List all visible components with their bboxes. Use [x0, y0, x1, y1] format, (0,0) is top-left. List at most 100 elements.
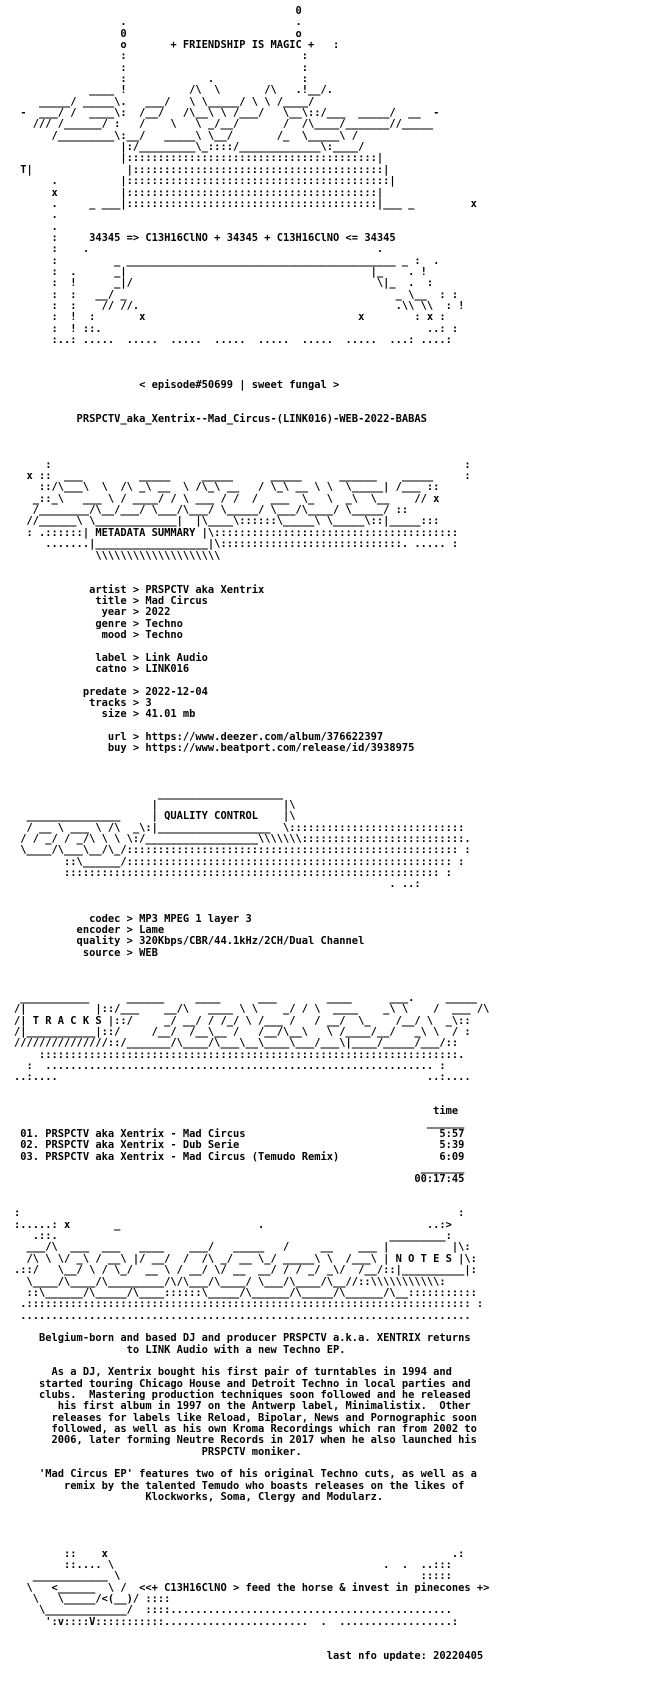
nfo-line: 02. PRSPCTV aka Xentrix - Dub Serie 5:39	[14, 1139, 465, 1152]
nfo-line: As a DJ, Xentrix bought his first pair o…	[14, 1366, 452, 1379]
nfo-line: releases for labels like Reload, Bipolar…	[14, 1411, 477, 1424]
nfo-line: .	[14, 209, 58, 222]
nfo-line: :: x .:	[14, 1547, 465, 1560]
nfo-line: ______	[14, 1116, 465, 1129]
nfo-line: T| |::::::::::::::::::::::::::::::::::::…	[14, 163, 390, 176]
nfo-line: : ! : x x : x :	[14, 311, 446, 324]
nfo-line: | |\	[14, 799, 296, 812]
nfo-line: ::\______/\_____/\____::::::\_____/\____…	[14, 1286, 477, 1299]
nfo-line: o + FRIENDSHIP IS MAGIC + :	[14, 39, 340, 52]
nfo-line: 'Mad Circus EP' features two of his orig…	[14, 1468, 477, 1481]
nfo-line: |:/_________\_::::/_____________\:____/	[14, 141, 365, 154]
nfo-line: Klockworks, Soma, Clergy and Modularz.	[14, 1491, 384, 1504]
nfo-line: .::. _________:	[14, 1230, 452, 1243]
nfo-line: x :: ___ _____ _____ _____ ______ _____ …	[14, 470, 471, 483]
nfo-line: ///////////////::/_______/\____/\___\__\…	[14, 1037, 459, 1050]
nfo-line: last nfo update: 20220405	[14, 1649, 484, 1662]
nfo-line: ::.... \ . . ..:::	[14, 1559, 452, 1572]
nfo-line: PRSPCTV moniker.	[14, 1445, 302, 1458]
nfo-line: to LINK Audio with a new Techno EP.	[14, 1343, 346, 1356]
nfo-line: _______	[14, 1162, 465, 1175]
nfo-line: quality > 320Kbps/CBR/44.1kHz/2CH/Dual C…	[14, 935, 365, 948]
nfo-line: . .	[14, 16, 302, 29]
nfo-line: \\\\\\\\\\\\\\\\\\\\	[14, 549, 221, 562]
nfo-line: his first album in 1997 on the Antwerp l…	[14, 1400, 471, 1413]
nfo-line: .:::::::::::::::::::::::::::::::::::::::…	[14, 1298, 484, 1311]
nfo-line: url > https://www.deezer.com/album/37662…	[14, 731, 384, 743]
nfo-line: 03. PRSPCTV aka Xentrix - Mad Circus (Te…	[14, 1150, 465, 1163]
nfo-line: .	[14, 220, 58, 233]
nfo-line: _______________ | QUALITY CONTROL |\	[14, 810, 296, 823]
nfo-text-document: 0 . . 0 o o + FRIENDSHIP IS MAGIC + : : …	[0, 6, 648, 1698]
nfo-line: . |:::::::::::::::::::::::::::::::::::::…	[14, 175, 396, 188]
nfo-line: : :	[14, 61, 309, 74]
nfo-line: .::/ \__/ \ / \_/ __ \ / __/ \/ __ __/ /…	[14, 1264, 477, 1277]
nfo-line: _____/ _____\. ___/ \ \_____/ \ \ /____/	[14, 95, 315, 108]
nfo-line: 01. PRSPCTV aka Xentrix - Mad Circus 5:5…	[14, 1128, 465, 1141]
nfo-line: : : // //. .\\ \\ : !	[14, 299, 465, 312]
nfo-line: codec > MP3 MPEG 1 layer 3	[14, 912, 252, 925]
nfo-line: ____________________	[14, 787, 283, 800]
nfo-line: |:::::::::::::::::::::::::::::::::::::::…	[14, 152, 384, 165]
nfo-line: genre > Techno	[14, 617, 183, 630]
nfo-line: artist > PRSPCTV aka Xentrix	[14, 583, 265, 596]
nfo-line: \____/\___\__/\_/:::::::::::::::::::::::…	[14, 844, 471, 857]
nfo-line: . ..:	[14, 878, 421, 891]
nfo-line: : . _| |_ . !	[14, 265, 427, 278]
nfo-line: /\ \ \/ _\ / __\ |/ __/ / /\ _/ __ \_/ _…	[14, 1252, 477, 1265]
nfo-line: catno > LINK016	[14, 662, 190, 675]
nfo-line: : 34345 => C13H16ClNO + 34345 + C13H16Cl…	[14, 231, 396, 244]
nfo-line: label > Link Audio	[14, 651, 208, 664]
nfo-line: x |:::::::::::::::::::::::::::::::::::::…	[14, 186, 384, 199]
nfo-line: _::_\ ___ \ / ____/ / \ ___ / / / ___ \_…	[14, 492, 440, 505]
nfo-line: \____/\____/\_________/\/\___/\____/ \__…	[14, 1275, 446, 1288]
nfo-line: mood > Techno	[14, 628, 183, 641]
nfo-line: / / _/ / _/\ \ \ \:/__________________\\…	[14, 833, 471, 846]
nfo-line: ____________ \ :::::	[14, 1570, 452, 1583]
nfo-line: followed, as well as his own Kroma Recor…	[14, 1422, 477, 1435]
nfo-line: encoder > Lame	[14, 923, 165, 936]
nfo-line: \ \_____/<(__)/ ::::	[14, 1593, 171, 1606]
nfo-line: :.....: x _ . ..:>	[14, 1218, 452, 1231]
nfo-line: remix by the talented Temudo who boasts …	[14, 1479, 465, 1492]
nfo-line: //______\ \_____________| |\____\::::::\…	[14, 515, 440, 528]
nfo-line: 0 o	[14, 27, 302, 40]
nfo-line: predate > 2022-12-04	[14, 685, 208, 698]
nfo-line: \ <______ \ / <<+ C13H16ClNO > feed the …	[14, 1581, 490, 1594]
nfo-line: : ......................................…	[14, 1059, 446, 1072]
nfo-line: ___________ ______ ____ ___ ____ ___. __…	[14, 991, 477, 1004]
nfo-line: tracks > 3	[14, 696, 152, 709]
nfo-line: : : __/ _ _ \__ : :	[14, 288, 459, 301]
nfo-line: 2006, later forming Neutre Records in 20…	[14, 1434, 477, 1447]
nfo-line: ::::::::::::::::::::::::::::::::::::::::…	[14, 867, 452, 880]
nfo-line: ::\______/::::::::::::::::::::::::::::::…	[14, 855, 465, 868]
nfo-line: /| |::/___ __/\ ____ \ \ _/ / \ ____ _\ …	[14, 1003, 490, 1016]
nfo-line: 00:17:45	[14, 1173, 465, 1186]
nfo-line: /// /______/ : / \ \ _/__/ / /\____/____…	[14, 118, 434, 131]
nfo-line: /________/\__/___/ \___/\___/ \_____/ \_…	[14, 504, 409, 517]
nfo-line: :..: ..... ..... ..... ..... ..... .....…	[14, 333, 452, 346]
nfo-line: ::::::::::::::::::::::::::::::::::::::::…	[14, 1048, 465, 1061]
nfo-line: : .::::::| METADATA SUMMARY |\::::::::::…	[14, 526, 459, 539]
nfo-line: : . .	[14, 243, 384, 256]
nfo-line: year > 2022	[14, 606, 171, 619]
nfo-line: : :	[14, 1207, 465, 1220]
nfo-line: started touring Chicago House and Detroi…	[14, 1377, 471, 1390]
nfo-line: : ! _|/ \|_ . :	[14, 277, 434, 290]
nfo-line: title > Mad Circus	[14, 594, 208, 607]
nfo-line: /|___________|::/ /__/ /__\__ / /__/\__\…	[14, 1025, 471, 1038]
nfo-line: .......|__________________|\::::::::::::…	[14, 538, 459, 551]
nfo-line: time	[14, 1105, 459, 1118]
nfo-line: 0	[14, 6, 302, 17]
nfo-line: : :	[14, 50, 309, 63]
nfo-line: size > 41.01 mb	[14, 708, 196, 721]
nfo-line: : ! ::. ..: :	[14, 322, 459, 335]
nfo-line: : _ ____________________________________…	[14, 254, 440, 267]
nfo-line: ........................................…	[14, 1309, 471, 1322]
nfo-line: : :	[14, 458, 471, 471]
nfo-line: - ___/ / ____\: /__/ /\__\ \ /___/ \__\:…	[14, 107, 440, 120]
nfo-line: clubs. Mastering production techniques s…	[14, 1388, 471, 1401]
nfo-line: / __ \ ___ \ /\ _\:|__________________ \…	[14, 821, 465, 834]
nfo-line: ___/\ ___ ___ ____ ___/ _____ / __ ___ |…	[14, 1241, 471, 1254]
nfo-line: ____ ! /\ \ /\ .!__/.	[14, 84, 334, 97]
